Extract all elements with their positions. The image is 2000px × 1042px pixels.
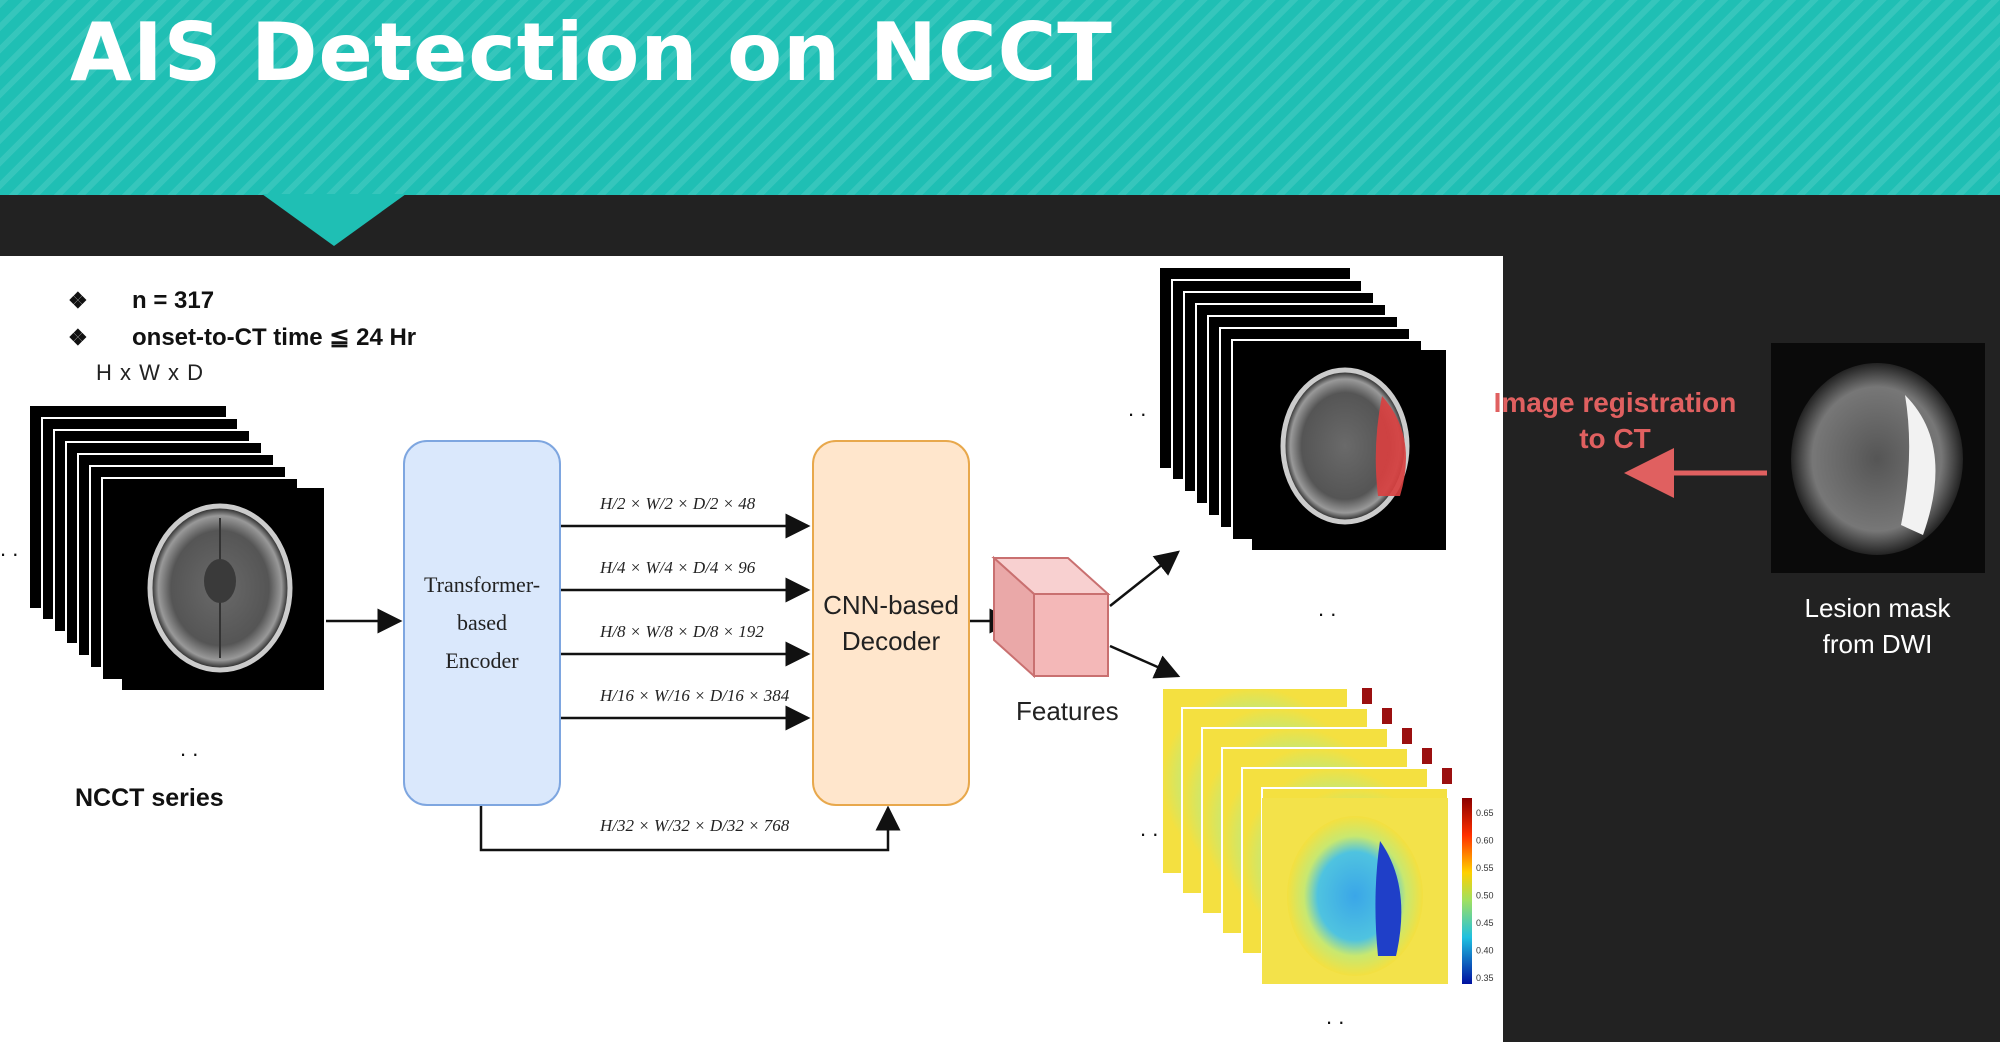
stack-ellipsis: . .	[180, 736, 198, 761]
stack-ellipsis: . .	[1326, 1004, 1344, 1029]
colorbar-tick-label: 0.60	[1476, 836, 1494, 846]
decoder-label: CNN-based Decoder	[823, 590, 959, 656]
title-banner: AIS Detection on NCCT	[0, 0, 2000, 195]
bottleneck-arrow	[479, 804, 901, 852]
colorbar-tick-label: 0.55	[1476, 863, 1494, 873]
bullet-item: ❖ onset-to-CT time ≦ 24 Hr	[68, 319, 416, 356]
stack-ellipsis: . .	[0, 536, 18, 561]
diamond-bullet-icon: ❖	[68, 287, 88, 313]
features-to-heatmap-arrow	[1109, 644, 1181, 679]
colorbar-ticks: 0.65 0.60 0.55 0.50 0.45 0.40 0.35	[1476, 808, 1494, 983]
stack-ellipsis: . .	[1140, 816, 1158, 841]
bullet-text: n = 317	[132, 286, 215, 314]
transformer-encoder-block: Transformer- based Encoder	[403, 440, 561, 806]
colorbar-tick-label: 0.50	[1476, 891, 1494, 901]
lesion-highlight	[1375, 841, 1402, 956]
ncct-series-label: NCCT series	[75, 784, 224, 812]
heatmap-slice-stack	[1161, 687, 1452, 984]
skip-connection-label: H/32 × W/32 × D/32 × 768	[600, 816, 790, 835]
features-label: Features	[1016, 696, 1119, 726]
stack-ellipsis: . .	[1128, 396, 1146, 421]
colorbar	[1462, 798, 1472, 984]
skip-connection-label: H/4 × W/4 × D/4 × 96	[600, 558, 756, 577]
cnn-decoder-block: CNN-based Decoder	[812, 440, 970, 806]
bullet-text: onset-to-CT time ≦ 24 Hr	[132, 324, 417, 351]
lesion-mask-label: Lesion mask from DWI	[1804, 593, 1951, 659]
ncct-slice-stack	[30, 406, 324, 690]
colorbar-tick-label: 0.65	[1476, 808, 1494, 818]
encoder-label: Transformer- based Encoder	[423, 572, 541, 673]
input-dims-label: H x W x D	[96, 360, 204, 385]
registration-label: Image registration to CT	[1493, 387, 1737, 454]
lesion-overlay	[1375, 396, 1406, 496]
stack-ellipsis: . .	[1318, 596, 1336, 621]
dwi-lesion	[1901, 395, 1936, 535]
skip-connection-label: H/8 × W/8 × D/8 × 192	[600, 622, 764, 641]
page-title: AIS Detection on NCCT	[70, 6, 1113, 99]
diamond-bullet-icon: ❖	[68, 324, 88, 350]
colorbar-tick-label: 0.45	[1476, 918, 1494, 928]
skip-connection-label: H/16 × W/16 × D/16 × 384	[600, 686, 790, 705]
bullet-item: ❖ n = 317	[68, 282, 416, 319]
features-to-segmentation-arrow	[1109, 550, 1180, 607]
banner-pointer	[262, 194, 406, 246]
feature-cube	[991, 555, 1111, 679]
segmentation-slice-stack	[1160, 268, 1446, 550]
bullet-list: ❖ n = 317 ❖ onset-to-CT time ≦ 24 Hr	[68, 282, 416, 356]
diagram-panel: ❖ n = 317 ❖ onset-to-CT time ≦ 24 Hr H x…	[0, 256, 1503, 1042]
colorbar-tick-label: 0.40	[1476, 946, 1494, 956]
skip-connection-label: H/2 × W/2 × D/2 × 48	[600, 494, 756, 513]
colorbar-tick-label: 0.35	[1476, 973, 1494, 983]
dwi-area	[1503, 195, 2000, 1042]
dwi-graphics	[1624, 343, 1985, 573]
pipeline-graphics: . . . . . . .	[0, 268, 1494, 1029]
